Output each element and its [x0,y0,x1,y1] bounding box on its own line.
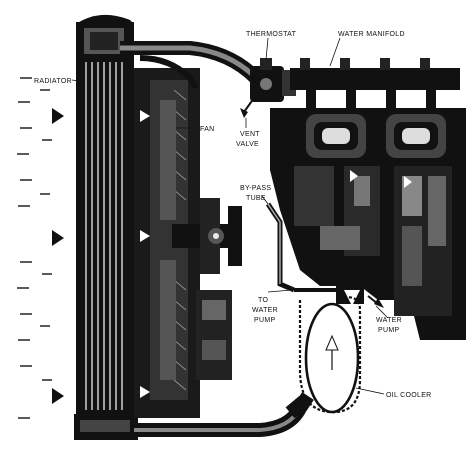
oil-cooler [298,296,362,414]
radiator-outlet-hose [139,55,199,90]
label-water-pump-1: WATER [376,317,402,324]
label-bypass-2: TUBE [246,195,266,202]
water-pump [336,276,384,308]
vent-valve [240,97,255,118]
radiator-core-tubes [85,62,123,410]
air-flow-lines [17,77,52,419]
label-radiator: RADIATOR [34,78,72,85]
fan-hub [172,198,242,380]
lower-hose [134,392,314,437]
leader-lines [71,37,389,395]
radiator [74,14,138,440]
label-water-pump-2: PUMP [378,327,399,334]
thermostat-housing [250,58,296,102]
engine-block [270,108,466,340]
label-oil-cooler: OIL COOLER [386,392,432,399]
label-bypass-1: BY-PASS [240,185,271,192]
manifold-risers [306,88,436,114]
label-thermostat: THERMOSTAT [246,31,297,38]
label-vent-valve-2: VALVE [236,141,259,148]
label-to-water-pump-3: PUMP [254,317,275,324]
water-manifold [290,58,460,114]
label-vent-valve-1: VENT [240,131,260,138]
label-to-water-pump-2: WATER [252,307,278,314]
label-fan: FAN [200,126,215,133]
label-water-manifold: WATER MANIFOLD [338,31,405,38]
label-to-water-pump-1: TO [258,297,268,304]
air-flow-arrows [52,108,64,404]
